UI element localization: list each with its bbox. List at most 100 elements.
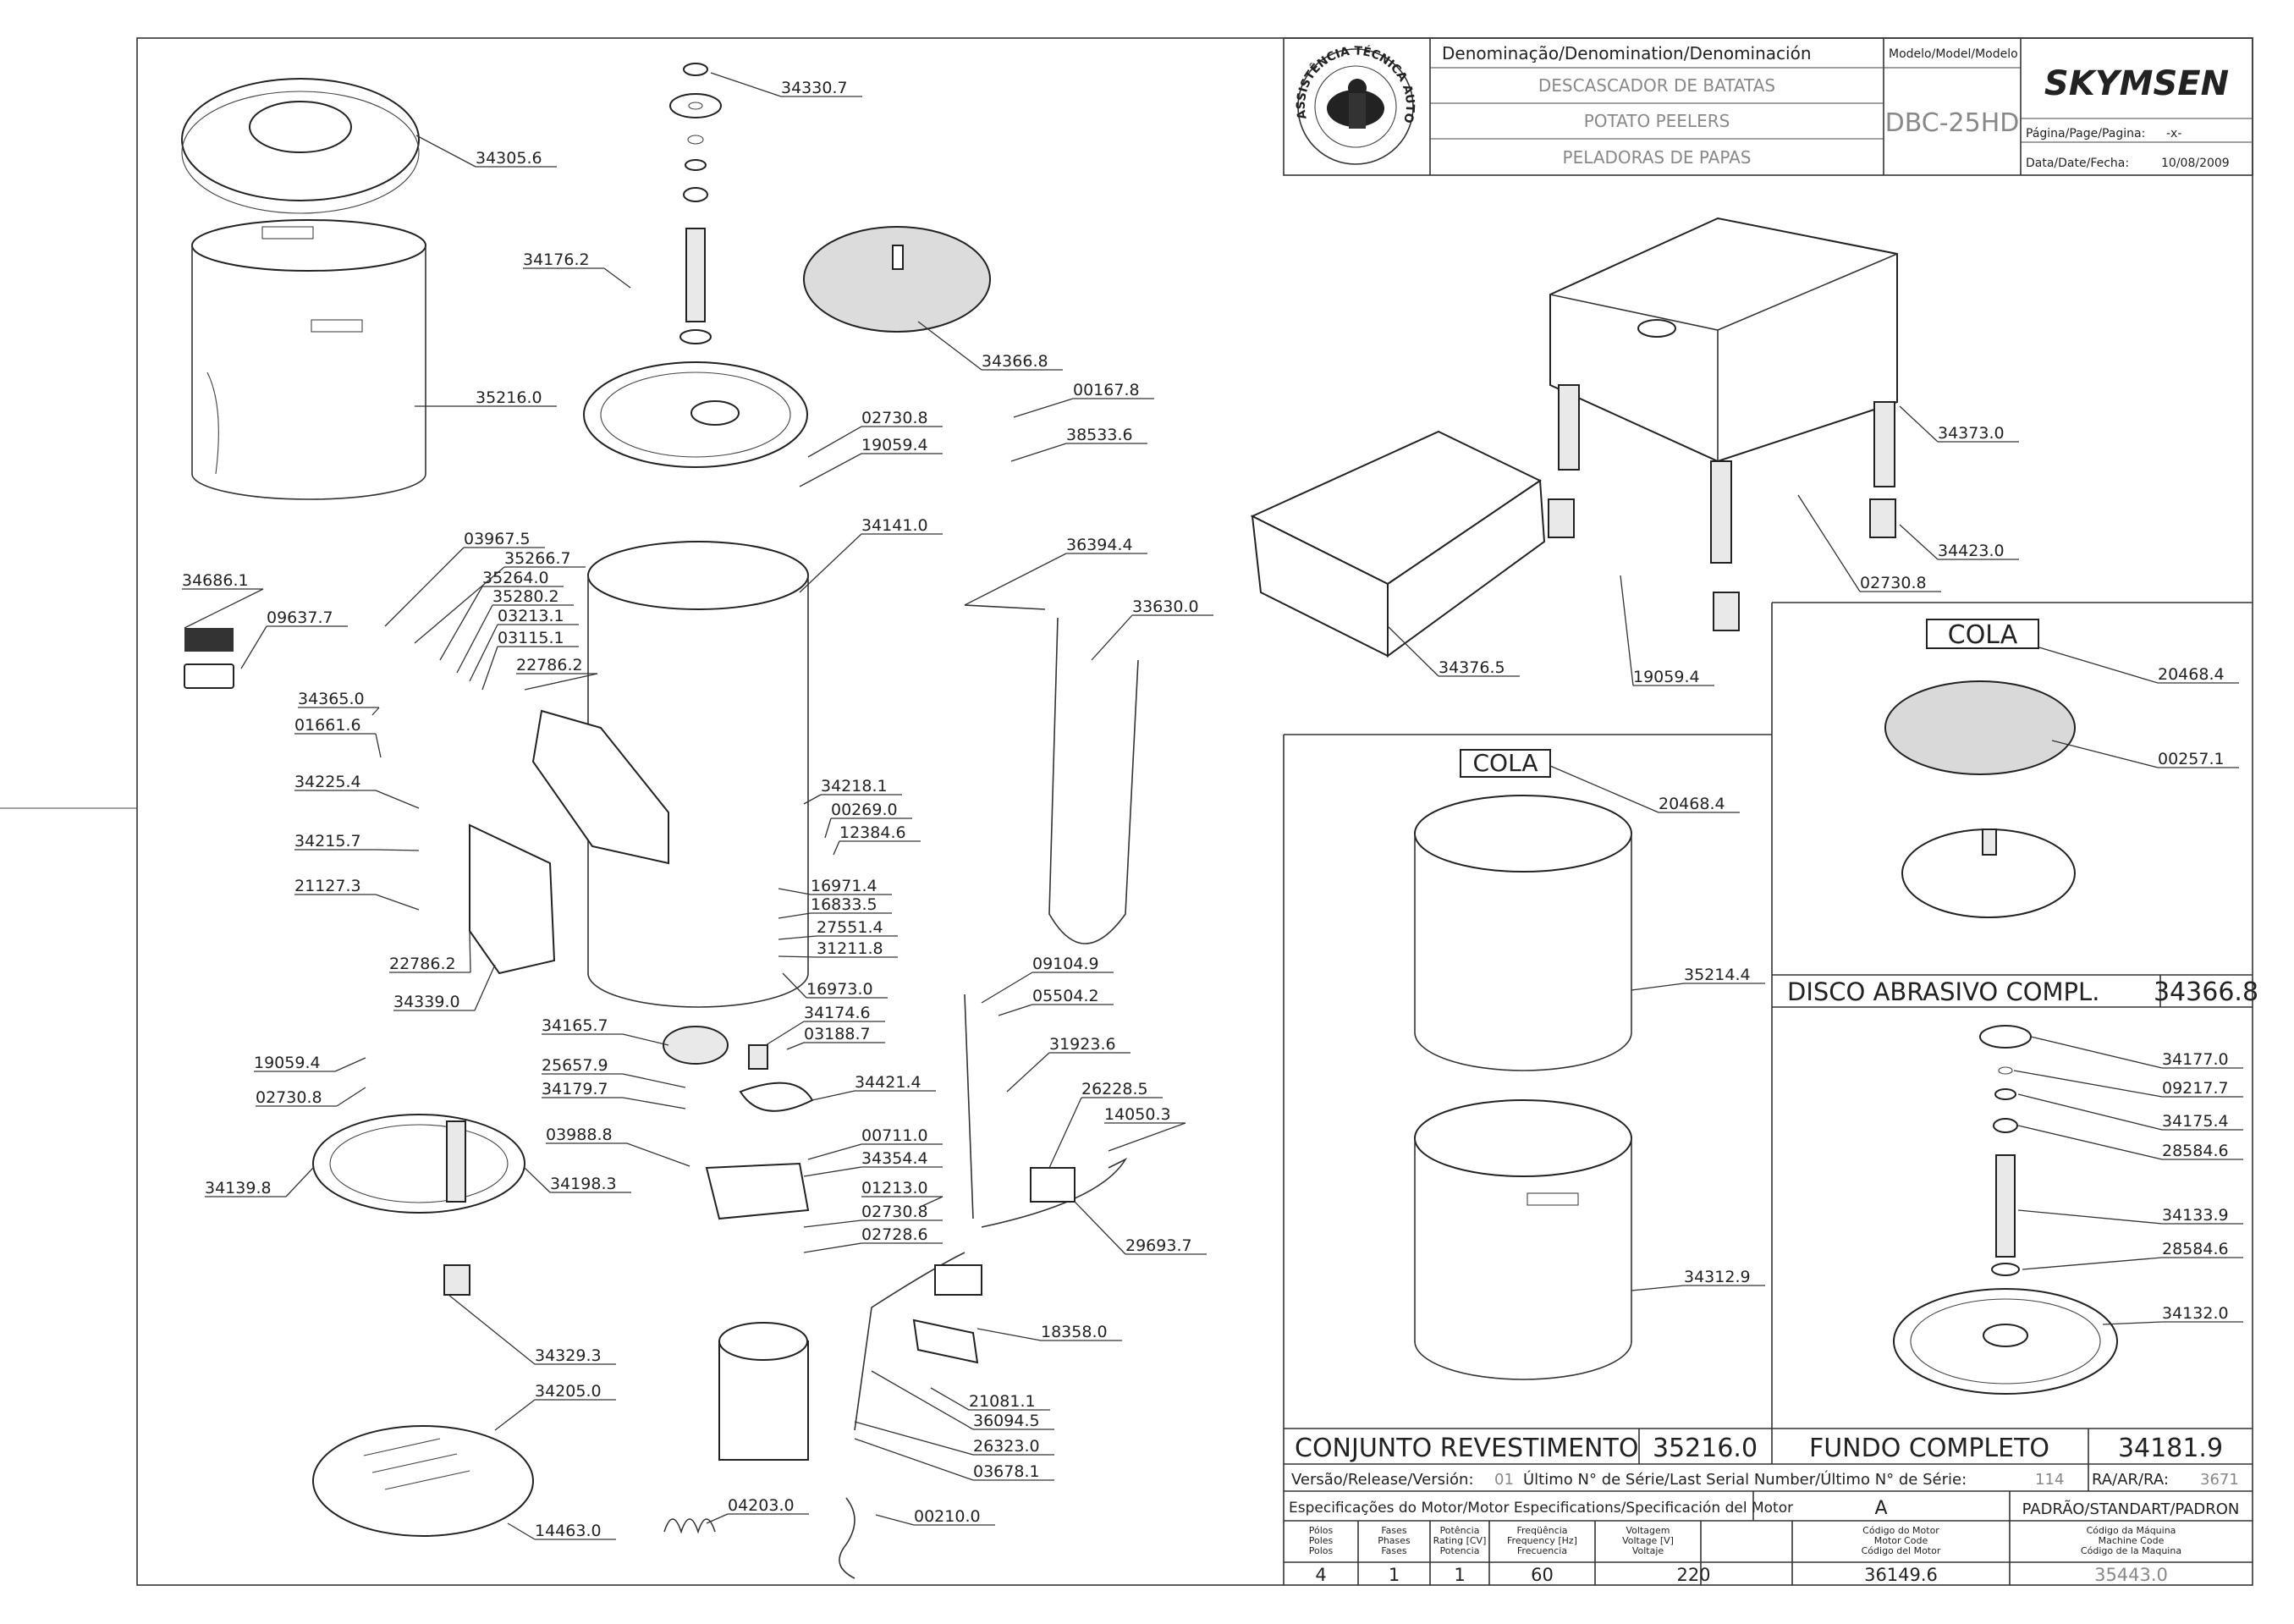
- label-main-44: 34179.7: [542, 1080, 608, 1098]
- label-main-2: 34176.2: [523, 250, 590, 269]
- label-main-32: 31211.8: [817, 939, 883, 958]
- label-main-11-leader: [414, 566, 505, 644]
- motor-header-1-0: Fases: [1381, 1525, 1407, 1536]
- label-main-49-leader: [803, 1166, 862, 1177]
- label-main-16-leader: [524, 673, 598, 691]
- label-main-15-leader: [481, 646, 498, 691]
- model-header: Modelo/Model/Modelo: [1889, 47, 2018, 61]
- label-main-36: 09104.9: [1032, 955, 1099, 973]
- motor-header-6-1: Machine Code: [2099, 1535, 2165, 1546]
- label-disk_parts-5-leader: [2022, 1257, 2163, 1270]
- label-main-67-leader: [875, 1514, 915, 1526]
- label-disk_parts-2: 34175.4: [2162, 1112, 2229, 1131]
- svg-text:Último N° de Série/Last Serial: Último N° de Série/Last Serial Number/Úl…: [1523, 1470, 1967, 1489]
- label-main-10-leader: [384, 547, 465, 627]
- cola-box-lining: [1460, 749, 1551, 778]
- revest-code: 35216.0: [1653, 1434, 1758, 1463]
- label-main-17-leader: [184, 588, 264, 629]
- label-main-63-leader: [854, 1421, 974, 1456]
- denomination-header: Denominação/Denomination/Denominación: [1442, 43, 1812, 63]
- label-stand-4: 19059.4: [1633, 668, 1700, 686]
- label-main-47-leader: [626, 1142, 690, 1167]
- label-main-41: 03188.7: [804, 1025, 871, 1043]
- label-main-48: 00711.0: [861, 1126, 928, 1145]
- motor-value-0: 4: [1315, 1565, 1326, 1585]
- label-main-66-leader: [706, 1513, 729, 1524]
- label-main-21: 34225.4: [294, 773, 361, 791]
- motor-value-2: 1: [1454, 1565, 1465, 1585]
- label-main-30-leader: [778, 912, 811, 919]
- label-main-43-leader: [622, 1073, 686, 1088]
- label-main-61: 21081.1: [969, 1392, 1036, 1411]
- label-main-38-leader: [1006, 1052, 1050, 1093]
- lid-34305: [181, 78, 420, 214]
- svg-text:114: 114: [2035, 1471, 2064, 1489]
- label-main-52-leader: [921, 1196, 943, 1207]
- label-main-63: 26323.0: [973, 1437, 1040, 1456]
- motor-header-6-2: Código de la Maquina: [2081, 1545, 2181, 1556]
- label-main-24: 22786.2: [389, 955, 456, 973]
- label-main-29: 16971.4: [811, 877, 877, 895]
- label-main-31: 27551.4: [817, 918, 883, 937]
- label-main-49: 34354.4: [861, 1149, 928, 1168]
- motor-header-3-1: Frequency [Hz]: [1507, 1535, 1577, 1546]
- svg-text:Versão/Release/Versión:: Versão/Release/Versión:: [1291, 1471, 1474, 1489]
- label-main-14: 03213.1: [498, 607, 564, 625]
- svg-text:A: A: [1874, 1498, 1887, 1519]
- label-main-18: 09637.7: [267, 608, 333, 627]
- label-main-39: 34165.7: [542, 1016, 608, 1035]
- label-main-7: 02730.8: [861, 409, 928, 427]
- grid-34205: [312, 1425, 534, 1537]
- label-main-20: 01661.6: [294, 716, 361, 735]
- label-stand-1: 34423.0: [1938, 542, 2005, 560]
- label-main-65: 14463.0: [535, 1522, 602, 1540]
- label-main-26-leader: [803, 794, 822, 805]
- cola-disk-right: [1884, 619, 2076, 918]
- label-cola_right-1-leader: [2051, 740, 2159, 768]
- motor-header-4-2: Voltaje: [1632, 1545, 1664, 1556]
- motor-header-4-0: Voltagem: [1626, 1525, 1670, 1536]
- sheet-border: [136, 37, 2253, 1586]
- label-main-40-leader: [765, 1021, 805, 1046]
- revest-title: CONJUNTO REVESTIMENTO: [1295, 1434, 1638, 1463]
- motor-header-0-2: Polos: [1309, 1545, 1334, 1556]
- label-main-14-leader: [469, 624, 498, 682]
- label-main-55-leader: [1048, 1097, 1082, 1169]
- label-main-54: 02728.6: [861, 1225, 928, 1244]
- label-stand-0: 34373.0: [1938, 424, 2005, 443]
- label-main-25: 34339.0: [393, 993, 460, 1011]
- motor-header-2-1: Rating [CV]: [1433, 1535, 1487, 1546]
- label-main-44-leader: [622, 1097, 686, 1109]
- label-main-5: 00167.8: [1073, 381, 1140, 399]
- disco-title: DISCO ABRASIVO COMPL.: [1787, 977, 2099, 1006]
- motor-header-0-1: Poles: [1309, 1535, 1334, 1546]
- label-disk_parts-4-leader: [2017, 1209, 2163, 1225]
- label-main-28: 12384.6: [839, 823, 906, 842]
- svg-text:3671: 3671: [2200, 1471, 2239, 1489]
- fundo-code: 34181.9: [2118, 1434, 2223, 1463]
- label-main-6-leader: [1010, 443, 1067, 462]
- label-main-31-leader: [778, 935, 817, 940]
- label-disk_parts-6: 34132.0: [2162, 1304, 2229, 1323]
- label-main-37: 05504.2: [1032, 987, 1099, 1005]
- svg-text:PADRÃO/STANDART/PADRON: PADRÃO/STANDART/PADRON: [2022, 1500, 2240, 1518]
- label-main-22-leader: [375, 849, 420, 851]
- panel-frames: [1283, 602, 2253, 1585]
- label-main-46-leader: [336, 1087, 366, 1107]
- label-main-57: 29693.7: [1125, 1236, 1192, 1255]
- label-main-11: 35266.7: [504, 549, 571, 568]
- label-main-41-leader: [786, 1042, 805, 1050]
- label-main-36-leader: [981, 972, 1033, 1004]
- motor-header-5-1: Motor Code: [1874, 1535, 1928, 1546]
- label-main-55: 26228.5: [1081, 1080, 1148, 1098]
- motor-value-6: 35443.0: [2094, 1565, 2168, 1585]
- motor-header-5-0: Código do Motor: [1862, 1525, 1939, 1536]
- guard-34339: [469, 823, 556, 975]
- label-main-20-leader: [375, 733, 382, 758]
- name-es: PELADORAS DE PAPAS: [1563, 147, 1752, 168]
- motor-header-6-0: Código da Máquina: [2087, 1525, 2176, 1536]
- label-main-43: 25657.9: [542, 1056, 608, 1075]
- label-main-4-leader: [917, 321, 982, 371]
- part-labels: 34330.734305.634176.235216.034366.800167…: [182, 72, 2243, 1540]
- shaft-assembly: [669, 63, 722, 344]
